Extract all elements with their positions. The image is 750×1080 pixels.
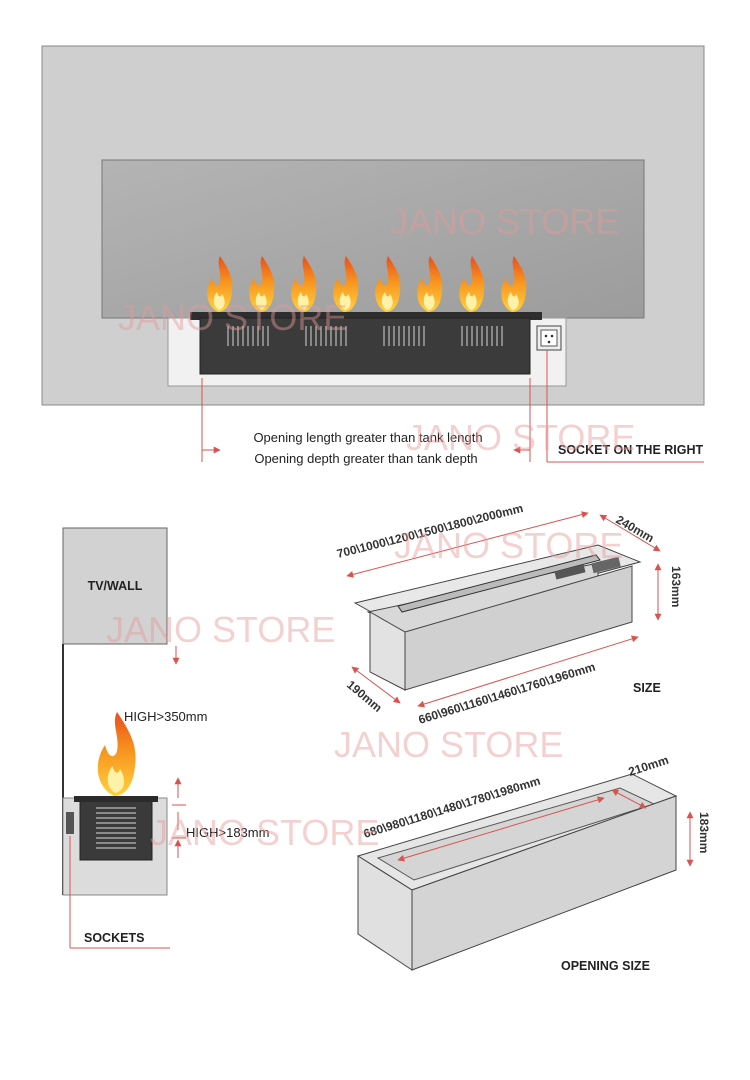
- side-flame-icon: [97, 712, 136, 796]
- side-socket: [66, 812, 74, 834]
- opening-caption: OPENING SIZE: [561, 959, 650, 973]
- side-view: TV/WALL HIGH>350mm HIGH>183mm SOCKETS: [62, 527, 269, 949]
- opening-depth: 210mm: [627, 753, 671, 779]
- tank-note-depth: Opening depth greater than tank depth: [254, 451, 477, 466]
- size-caption: SIZE: [633, 681, 661, 695]
- svg-text:JANO STORE: JANO STORE: [406, 417, 635, 458]
- size-height: 163mm: [669, 566, 683, 607]
- glass-screen: [101, 159, 645, 319]
- side-vent-grille: [96, 807, 136, 849]
- svg-text:JANO STORE: JANO STORE: [334, 724, 563, 765]
- tank-note-length: Opening length greater than tank length: [253, 430, 482, 445]
- opening-height: 183mm: [697, 812, 711, 853]
- tv-wall-panel: [62, 527, 168, 645]
- svg-text:JANO STORE: JANO STORE: [390, 201, 619, 242]
- opening-view: 680\980\1180\1480\1780\1980mm 210mm 183m…: [356, 753, 711, 973]
- display-panel: [591, 556, 621, 574]
- box-height-label: HIGH>183mm: [186, 825, 269, 840]
- sockets-label: SOCKETS: [84, 931, 144, 945]
- socket-plate: [536, 325, 562, 351]
- top-view: Opening length greater than tank length …: [41, 45, 705, 466]
- watermarks: JANO STORE JANO STORE JANO STORE JANO ST…: [106, 201, 635, 853]
- socket-position-label: SOCKET ON THE RIGHT: [558, 443, 704, 457]
- svg-text:JANO STORE: JANO STORE: [394, 525, 623, 566]
- burner-tray: [190, 312, 542, 320]
- clearance-label: HIGH>350mm: [124, 709, 207, 724]
- top-dimension-lines: [201, 350, 704, 463]
- vent-grilles: [227, 325, 503, 347]
- svg-text:JANO STORE: JANO STORE: [150, 812, 379, 853]
- tv-wall-label: TV/WALL: [88, 579, 143, 593]
- burner-box: [199, 317, 531, 375]
- svg-text:JANO STORE: JANO STORE: [106, 609, 335, 650]
- svg-text:JANO STORE: JANO STORE: [118, 297, 347, 338]
- burner-lid: [74, 796, 158, 802]
- size-depth-bottom: 190mm: [344, 678, 385, 715]
- burner-box-side: [79, 797, 153, 861]
